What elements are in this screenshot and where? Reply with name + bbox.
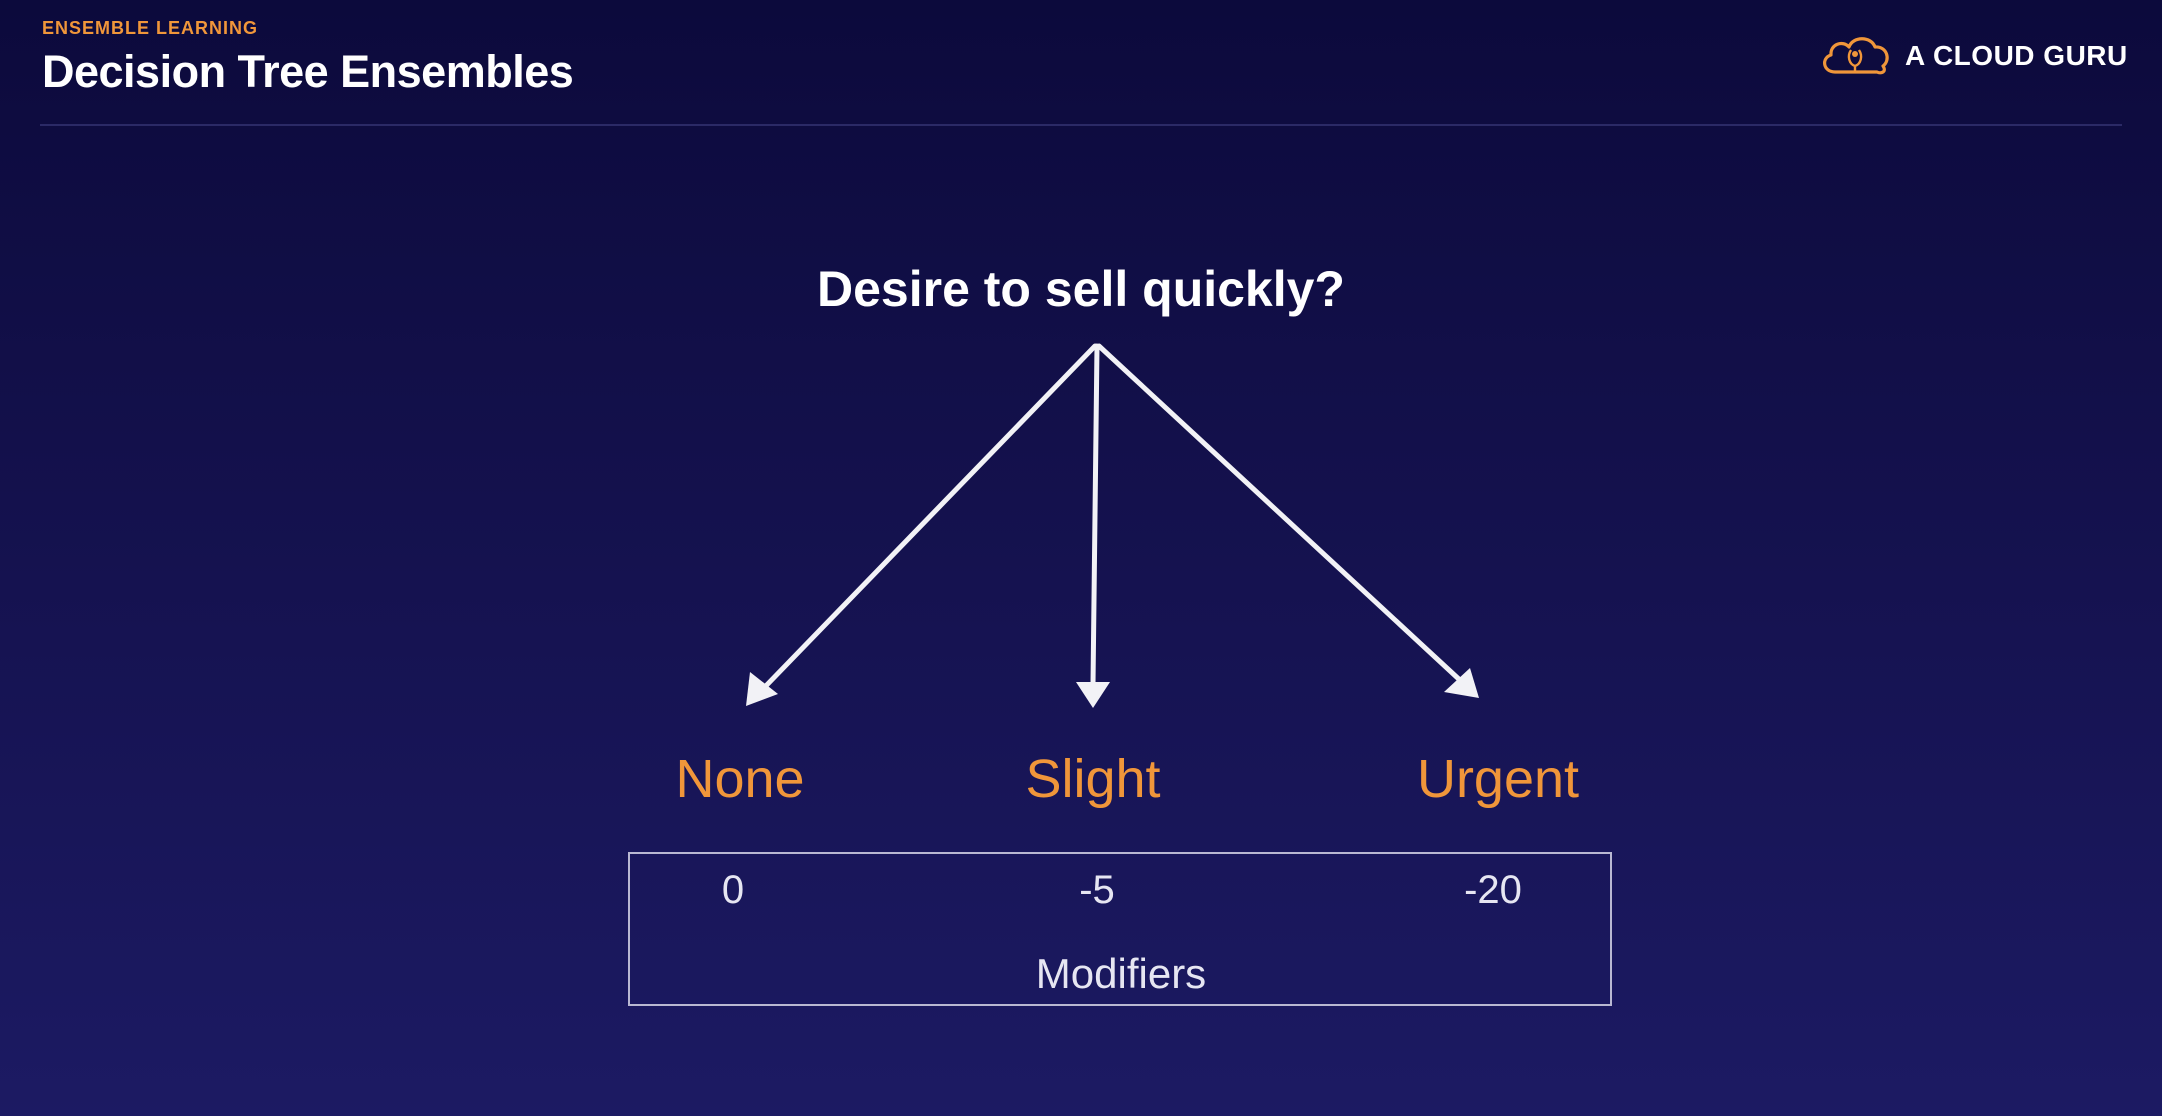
option-urgent: Urgent (1416, 749, 1580, 809)
modifiers-label: Modifiers (1035, 950, 1207, 997)
modifiers-box (628, 852, 1612, 1006)
option-none: None (675, 749, 805, 809)
section-eyebrow: ENSEMBLE LEARNING (42, 18, 259, 38)
decision-question: Desire to sell quickly? (817, 261, 1345, 317)
modifier-slight: -5 (1079, 868, 1115, 912)
arrow-slight (1090, 343, 1100, 687)
page-title: Decision Tree Ensembles (42, 46, 574, 97)
logo-text: A CLOUD GURU (1905, 40, 2128, 71)
arrowhead-urgent (1444, 668, 1479, 698)
arrow-none (757, 343, 1098, 695)
header-divider (40, 124, 2122, 126)
cloud-icon (1823, 37, 1889, 75)
option-slight: Slight (1025, 749, 1161, 809)
arrowhead-none (746, 672, 778, 706)
modifier-none: 0 (721, 868, 745, 912)
brand-logo: A CLOUD GURU (1817, 32, 2128, 80)
arrow-urgent (1096, 343, 1465, 685)
arrowhead-slight (1076, 682, 1110, 708)
modifier-urgent: -20 (1464, 868, 1522, 912)
